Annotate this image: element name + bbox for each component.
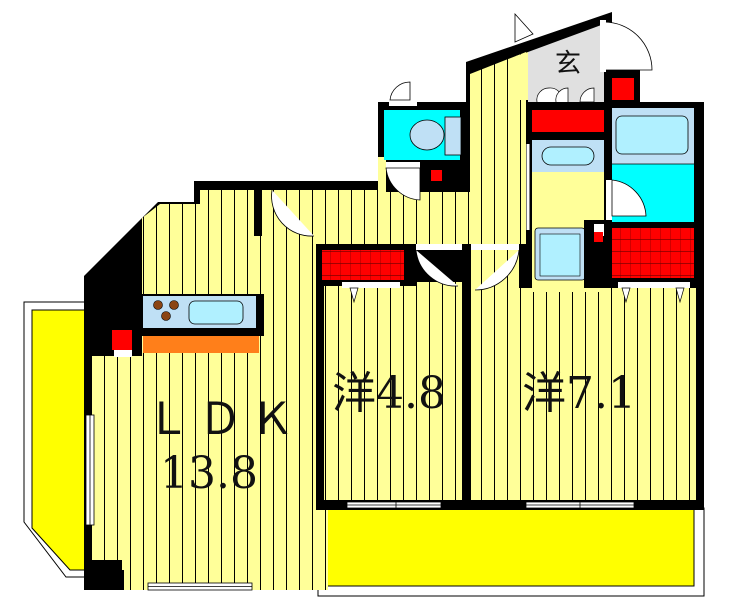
storage-small <box>112 330 132 350</box>
balcony-south <box>317 507 705 597</box>
burner-icon <box>161 311 171 321</box>
door-ldk <box>271 189 315 237</box>
balcony-west <box>23 301 89 578</box>
closet-western-2 <box>612 228 694 278</box>
kitchen-counter <box>143 336 259 353</box>
south-windows <box>316 500 704 510</box>
washbasin-icon <box>541 146 595 166</box>
room-label-ldk: ＬＤＫ <box>146 394 302 445</box>
room-label-genkan: 玄 <box>555 49 582 79</box>
entrance-door <box>603 21 653 71</box>
burner-icon <box>169 300 179 310</box>
toilet-room <box>384 81 462 201</box>
genkan <box>514 12 653 103</box>
room-size-ldk: 13.8 <box>160 448 258 499</box>
kitchen <box>112 294 264 357</box>
burner-icon <box>153 300 163 310</box>
room-label-western-2: 洋7.1 <box>522 368 636 419</box>
wall-ldk-western1 <box>316 246 324 510</box>
shoe-storage <box>532 110 604 132</box>
washroom <box>526 140 610 292</box>
room-ldk <box>84 190 328 591</box>
closet-western-1 <box>322 250 404 280</box>
hallway <box>328 52 526 290</box>
wall-stub <box>254 190 262 236</box>
wall-western1-western2 <box>462 244 471 510</box>
room-western-2 <box>471 226 696 500</box>
bathtub-icon <box>615 115 689 155</box>
bathroom <box>606 108 694 222</box>
room-western-1 <box>316 244 462 500</box>
room-label-western-1: 洋4.8 <box>332 368 446 419</box>
sink-icon <box>188 300 244 325</box>
toilet-icon <box>409 119 445 151</box>
